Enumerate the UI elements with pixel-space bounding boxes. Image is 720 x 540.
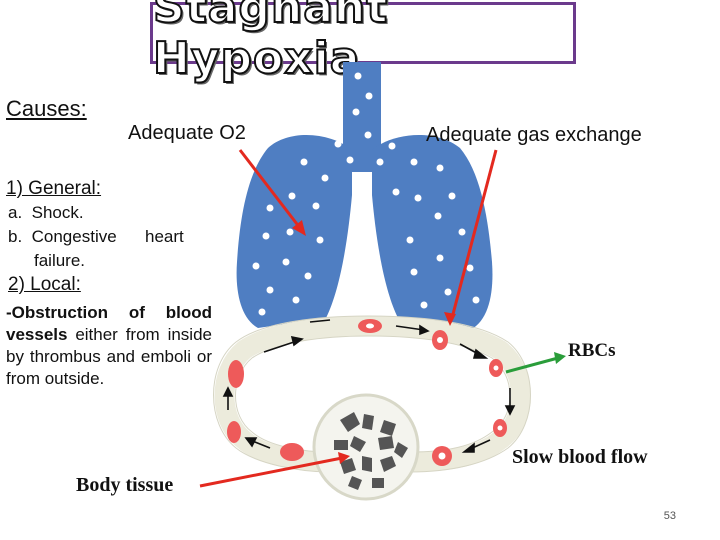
arrow-gas-exchange [450,149,498,319]
body-tissue-circle [312,393,420,501]
page-number: 53 [663,510,676,522]
rbc [280,443,304,461]
general-item-b: b. Congestive heart [8,227,184,246]
vessel-loop [214,316,531,472]
tissue-cells [334,412,408,490]
causes-heading: Causes: [6,96,87,121]
label-adequate-o2: Adequate O2 [128,122,246,144]
rbc [227,421,241,443]
arrow-rbcs [505,356,559,374]
arrow-body-tissue [199,456,343,488]
label-rbcs: RBCs [568,340,616,361]
lung-dots [252,72,480,316]
arrow-adequate-o2 [238,149,302,229]
label-body-tissue: Body tissue [76,474,174,496]
local-heading: 2) Local: [8,274,81,295]
local-description-rest: either from inside by thrombus and embol… [6,325,212,388]
local-description-bold: -Obstruction of blood vessels [6,303,212,344]
general-item-b-cont: failure. [34,251,86,270]
label-slow-blood-flow: Slow blood flow [512,446,648,468]
label-adequate-gas-exchange: Adequate gas exchange [426,124,642,146]
local-description: -Obstruction of blood vessels either fro… [6,302,212,390]
page-title: Stagnant Hypoxia [152,0,389,85]
general-item-a: a. Shock. [8,203,84,222]
rbc-group [227,319,507,466]
general-heading: 1) General: [6,178,102,199]
rbc [228,360,244,388]
annotation-arrows [199,149,566,488]
flow-arrows [222,319,516,453]
